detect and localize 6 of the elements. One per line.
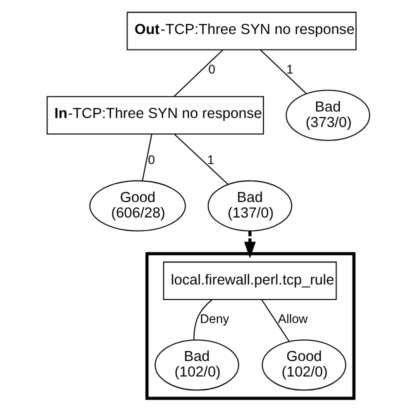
edge-label: 0 [148, 152, 155, 167]
edge-label: Deny [200, 312, 230, 326]
edge-label: Allow [278, 312, 308, 326]
edge-label: 1 [207, 152, 214, 167]
edge-label: 1 [286, 62, 294, 76]
edge-label: 0 [208, 62, 216, 76]
